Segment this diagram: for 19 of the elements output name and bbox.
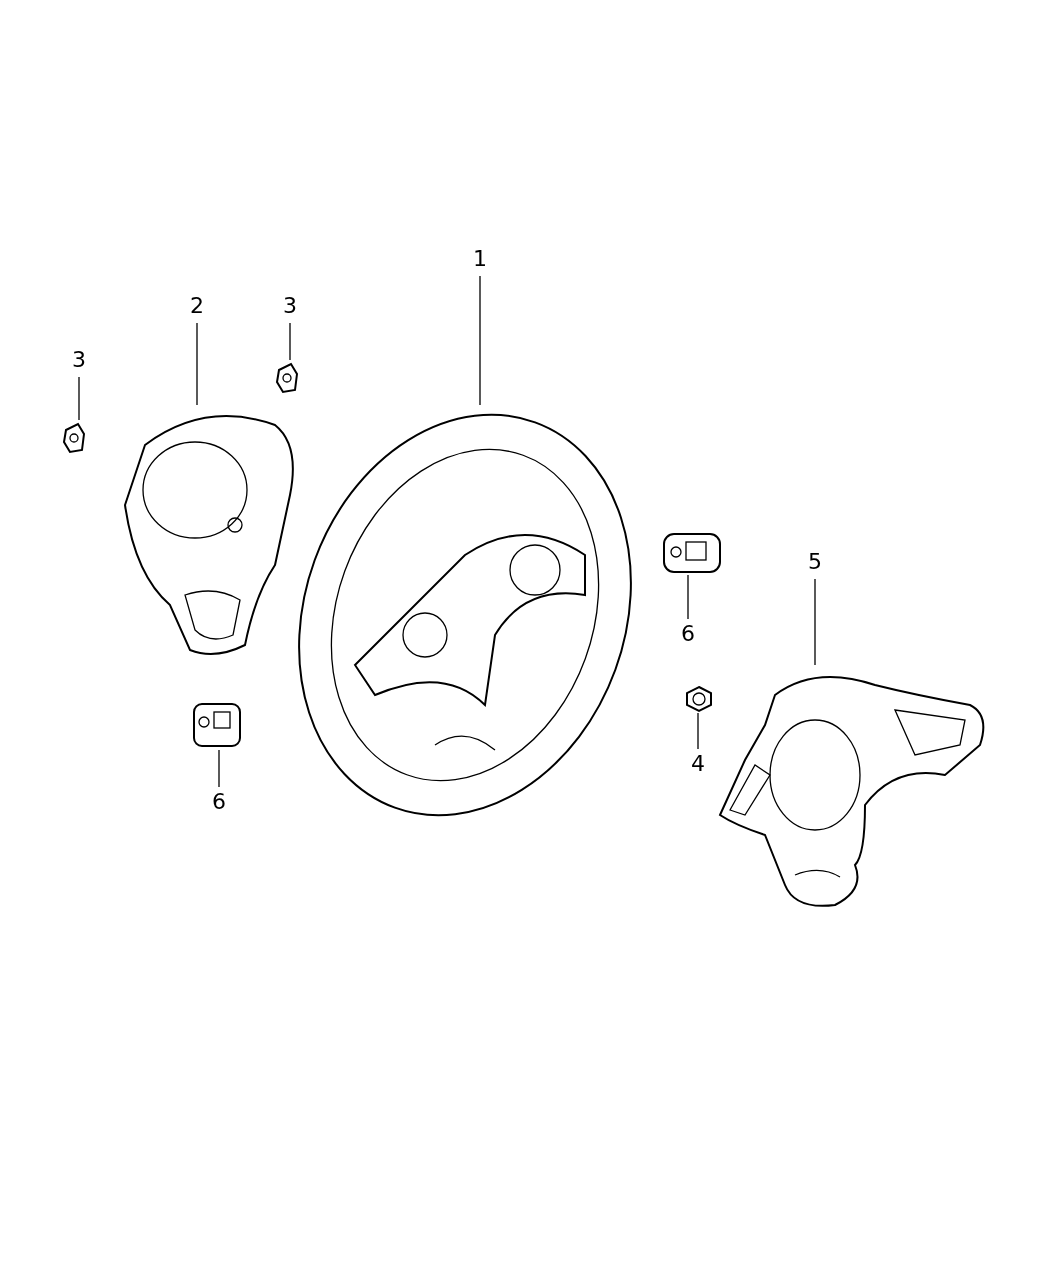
leader-line — [196, 322, 198, 406]
callout-number: 3 — [278, 293, 302, 321]
callout-number: 4 — [686, 751, 710, 779]
callout-number: 5 — [803, 549, 827, 577]
callout-number: 3 — [67, 347, 91, 375]
leader-line — [289, 322, 291, 361]
leader-line — [814, 578, 816, 666]
callout-number: 1 — [468, 246, 492, 274]
leader-line — [687, 574, 689, 620]
leader-line — [218, 749, 220, 788]
callout-number: 6 — [676, 621, 700, 649]
clip-drawing — [275, 360, 300, 395]
nut-drawing — [685, 685, 713, 713]
clip-drawing — [62, 420, 87, 455]
callout-number: 2 — [185, 293, 209, 321]
callout-number: 6 — [207, 789, 231, 817]
leader-line — [78, 376, 80, 421]
leader-line — [479, 275, 481, 406]
leader-line — [697, 712, 699, 750]
